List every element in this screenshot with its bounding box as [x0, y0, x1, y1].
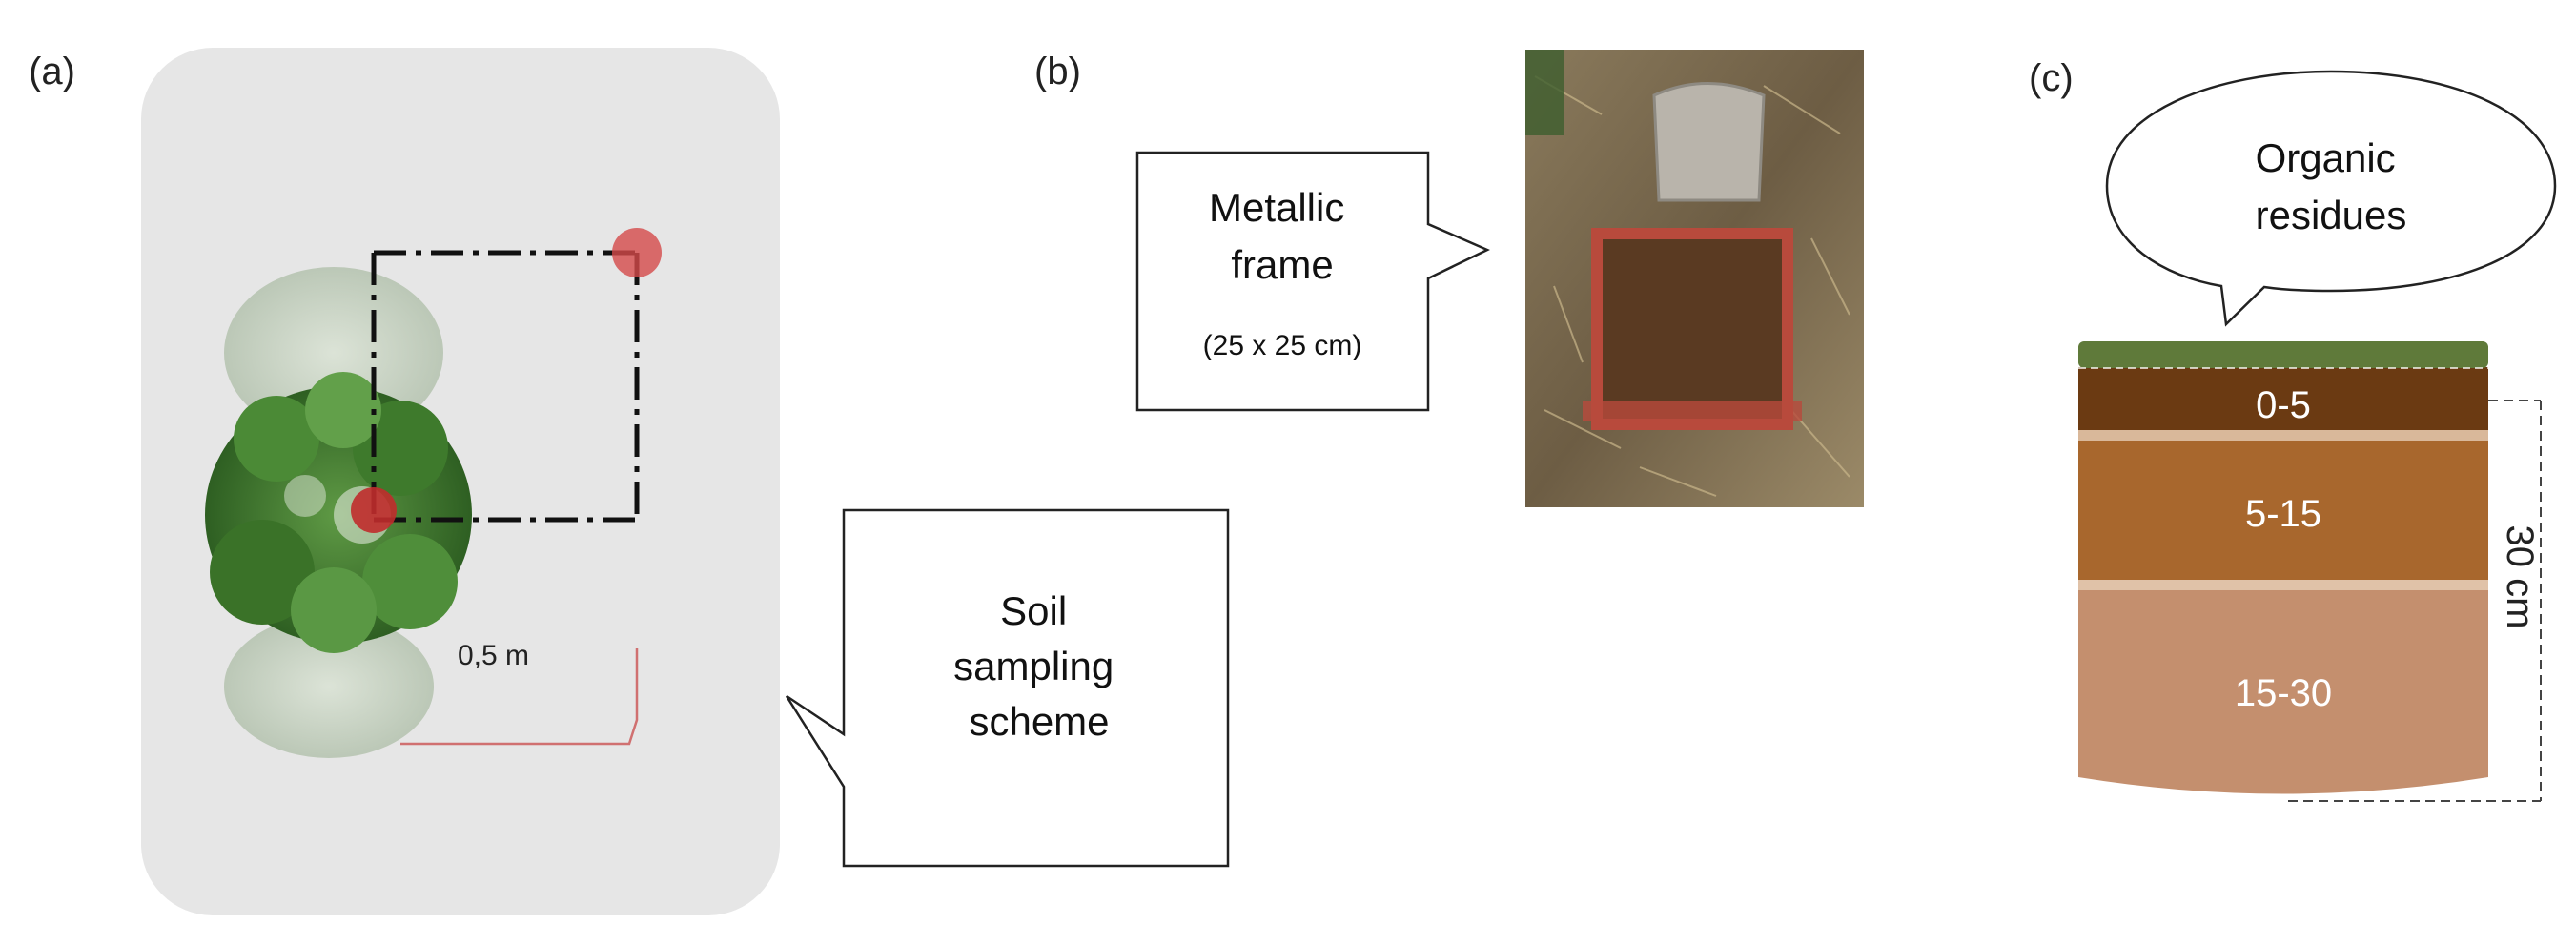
residue-layer	[2078, 341, 2488, 368]
metallic-frame-callout: Metallic frame (25 x 25 cm)	[1135, 151, 1490, 412]
panel-a: (a) 0,5 m	[29, 48, 780, 915]
sample-point-center	[351, 487, 397, 533]
sample-point-corner	[612, 228, 662, 277]
organic-residues-callout: Organic residues	[2105, 70, 2557, 327]
soil-callout-line-1: Soil	[1000, 588, 1067, 633]
soil-sampling-callout: Soil sampling scheme	[785, 508, 1230, 868]
residues-callout-line-1: Organic	[2256, 135, 2396, 180]
layer-15-30	[2078, 586, 2488, 794]
residues-callout-line-2: residues	[2256, 193, 2407, 237]
depth-dimension	[2288, 400, 2542, 802]
tree-canopy-icon	[205, 267, 472, 758]
soil-frame-photo-icon	[1525, 50, 1864, 507]
frame-callout-note: (25 x 25 cm)	[1203, 330, 1362, 361]
panel-c-label: (c)	[2029, 57, 2074, 99]
layer-5-15	[2078, 439, 2488, 580]
sampling-grid	[371, 250, 640, 523]
panel-a-label: (a)	[29, 51, 75, 92]
svg-text:Organic residues: Organic residues	[2256, 135, 2407, 237]
distance-measure-line	[400, 648, 639, 746]
soil-callout-line-3: scheme	[969, 699, 1109, 744]
panel-b-label: (b)	[1034, 51, 1081, 92]
soil-callout-line-2: sampling	[953, 644, 1114, 688]
soil-column: 0-5 5-15 15-30	[2078, 341, 2488, 794]
panel-c: (c) Organic residues 0-5 5-15	[2029, 57, 2557, 802]
layer-label-5-15: 5-15	[2245, 493, 2321, 535]
depth-label: 30 cm	[2499, 525, 2541, 629]
layer-label-15-30: 15-30	[2235, 672, 2332, 714]
panel-b: (b) Metallic frame (25 x 25 cm)	[1034, 50, 1864, 507]
frame-callout-line-2: frame	[1231, 242, 1333, 287]
svg-text:Soil sampling sche: Soil sampling scheme	[953, 588, 1125, 744]
frame-callout-line-1: Metallic	[1209, 185, 1344, 230]
layer-0-5	[2078, 367, 2488, 430]
layer-label-0-5: 0-5	[2256, 384, 2311, 426]
svg-text:Metallic frame: Metallic frame	[1209, 185, 1356, 287]
distance-label: 0,5 m	[458, 640, 529, 671]
